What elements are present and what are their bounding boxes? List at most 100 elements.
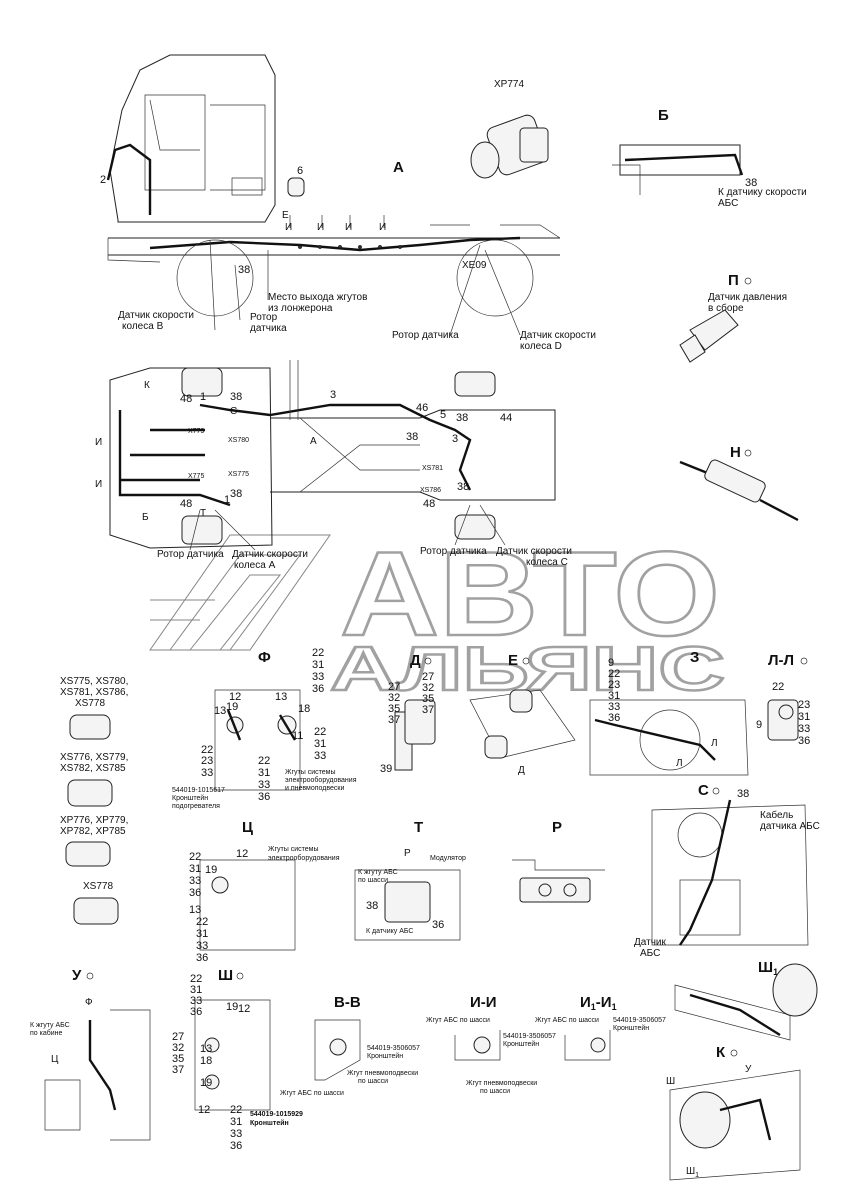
svg-text:19: 19	[226, 701, 238, 713]
cab-plan-outline	[109, 367, 273, 549]
view-label-vv: В-В	[334, 994, 361, 1011]
callout-38-b: 38	[745, 177, 757, 189]
svg-text:38: 38	[737, 788, 749, 800]
callout-38b: 38	[230, 488, 242, 500]
svg-text:Р: Р	[404, 848, 411, 859]
svg-text:37: 37	[388, 714, 400, 726]
view-label-p: П	[728, 272, 739, 289]
view-label-t: Т	[414, 819, 423, 836]
svg-text:11: 11	[292, 730, 303, 742]
svg-text:33: 33	[258, 779, 270, 791]
view-label-f: Ф	[258, 649, 271, 666]
view-label-k: К	[716, 1044, 726, 1061]
view-ts: Ц 22 31 33 36 12 19 13 22 31 33 36 Жгуты…	[189, 819, 340, 964]
label-modulator: Модулятор	[430, 855, 466, 862]
view-f: Ф 22 31 33 36 12 13 19 13 22 31 33 18 11…	[172, 647, 357, 810]
cab-outline	[109, 54, 276, 223]
svg-text:18: 18	[298, 703, 310, 715]
label-rotor-a: Ротор датчика	[157, 549, 224, 560]
view-sh1: Ш1	[674, 959, 818, 1041]
view-sh: Ш 22 31 33 36 19 12 13 18 19 27 32 35 37…	[172, 967, 344, 1152]
callout-38a: 38	[230, 391, 242, 403]
svg-text:33: 33	[190, 995, 202, 1007]
callout-46: 46	[416, 402, 428, 414]
section-marks-top: И И И И Е	[282, 210, 386, 233]
svg-text:Л: Л	[676, 758, 683, 769]
svg-text:33: 33	[608, 701, 620, 713]
svg-text:22: 22	[196, 916, 208, 928]
svg-text:36: 36	[312, 683, 324, 695]
callout-3: 3	[330, 389, 336, 401]
svg-text:39: 39	[380, 763, 392, 775]
mark-xs786: XS786	[420, 487, 441, 494]
svg-text:Ц: Ц	[51, 1054, 59, 1065]
connector-xp774-label: XP774	[494, 79, 524, 90]
rear-wheel	[456, 239, 534, 317]
label-abs-harness-i1: Жгут АБС по шасси	[535, 1017, 599, 1024]
view-k: К Ш У Ш1	[666, 1044, 801, 1181]
svg-text:33: 33	[201, 767, 213, 779]
mark-sh1-k: Ш1	[686, 1166, 699, 1179]
callout-1b: 1	[224, 494, 230, 506]
callout-38e: 38	[457, 481, 469, 493]
svg-text:31: 31	[258, 767, 270, 779]
svg-text:31: 31	[312, 659, 324, 671]
svg-text:33: 33	[196, 940, 208, 952]
svg-text:36: 36	[196, 952, 208, 964]
svg-text:22: 22	[312, 647, 324, 659]
truck-plan-view: 3 48 1 38 48 1 38 46 5 38 44 38 3 38 48 …	[95, 360, 572, 571]
svg-text:С: С	[230, 406, 237, 417]
svg-text:12: 12	[236, 848, 248, 860]
svg-text:36: 36	[230, 1140, 242, 1152]
connectors-list: XS775, XS780,XS781, XS786,XS778 XS776, X…	[60, 676, 128, 925]
svg-text:31: 31	[196, 928, 208, 940]
view-label-n: Н	[730, 444, 741, 461]
svg-text:22: 22	[201, 744, 213, 756]
view-label-i1i1: И1-И1	[580, 994, 617, 1012]
svg-text:19: 19	[226, 1001, 238, 1013]
view-label-ii: И-И	[470, 994, 497, 1011]
callout-3b: 3	[452, 433, 458, 445]
svg-text:31: 31	[189, 863, 201, 875]
mark-xe09: XE09	[462, 260, 487, 271]
callout-48a: 48	[180, 393, 192, 405]
view-label-sh1: Ш1	[758, 959, 778, 977]
connector-group-4: XS778	[83, 881, 113, 892]
view-label-b: Б	[658, 107, 669, 124]
callout-48c: 48	[423, 498, 435, 510]
svg-text:32: 32	[388, 692, 400, 704]
svg-text:22: 22	[190, 973, 202, 985]
svg-text:18: 18	[200, 1055, 212, 1067]
svg-text:И: И	[345, 222, 352, 233]
svg-text:33: 33	[314, 750, 326, 762]
view-label-ll: Л-Л	[768, 652, 794, 669]
svg-text:Л: Л	[711, 738, 718, 749]
mark-x779: X779	[188, 428, 204, 435]
svg-text:12: 12	[198, 1104, 210, 1116]
callout-2: 2	[100, 174, 106, 186]
svg-text:36: 36	[798, 735, 810, 747]
svg-text:9: 9	[608, 657, 614, 669]
svg-text:36: 36	[432, 919, 444, 931]
svg-text:13: 13	[214, 705, 226, 717]
svg-text:22: 22	[608, 668, 620, 680]
svg-text:Е: Е	[282, 210, 289, 221]
svg-text:22: 22	[230, 1104, 242, 1116]
svg-text:12: 12	[229, 691, 241, 703]
view-label-c: С	[698, 782, 709, 799]
view-r: Р	[512, 819, 605, 903]
view-label-A: А	[393, 159, 404, 176]
label-to-abs-sensor-short: К датчику АБС	[366, 928, 413, 935]
plan-frame	[270, 409, 556, 501]
